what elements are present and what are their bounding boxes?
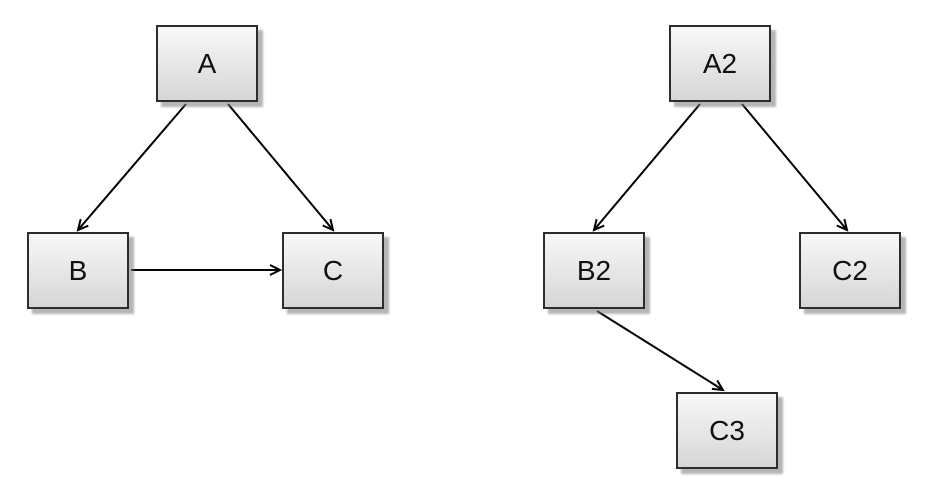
edge-a2-to-c2 xyxy=(741,103,847,230)
node-label-b2: B2 xyxy=(576,254,612,286)
node-label-c3: C3 xyxy=(709,414,745,446)
node-b2: B2 xyxy=(543,232,645,309)
node-c2: C2 xyxy=(799,232,901,309)
node-label-a2: A2 xyxy=(702,47,738,79)
node-label-c2: C2 xyxy=(832,254,868,286)
node-label-c: C xyxy=(322,254,344,286)
edge-a-to-b xyxy=(78,103,187,230)
edge-b2-to-c3 xyxy=(596,310,723,390)
node-label-b: B xyxy=(68,254,88,286)
node-label-a: A xyxy=(197,47,217,79)
node-a2: A2 xyxy=(669,25,771,102)
node-a: A xyxy=(156,25,258,102)
node-c: C xyxy=(282,232,384,309)
edge-a-to-c xyxy=(227,103,333,230)
node-b: B xyxy=(27,232,129,309)
node-c3: C3 xyxy=(676,392,778,469)
edge-a2-to-b2 xyxy=(594,103,701,230)
